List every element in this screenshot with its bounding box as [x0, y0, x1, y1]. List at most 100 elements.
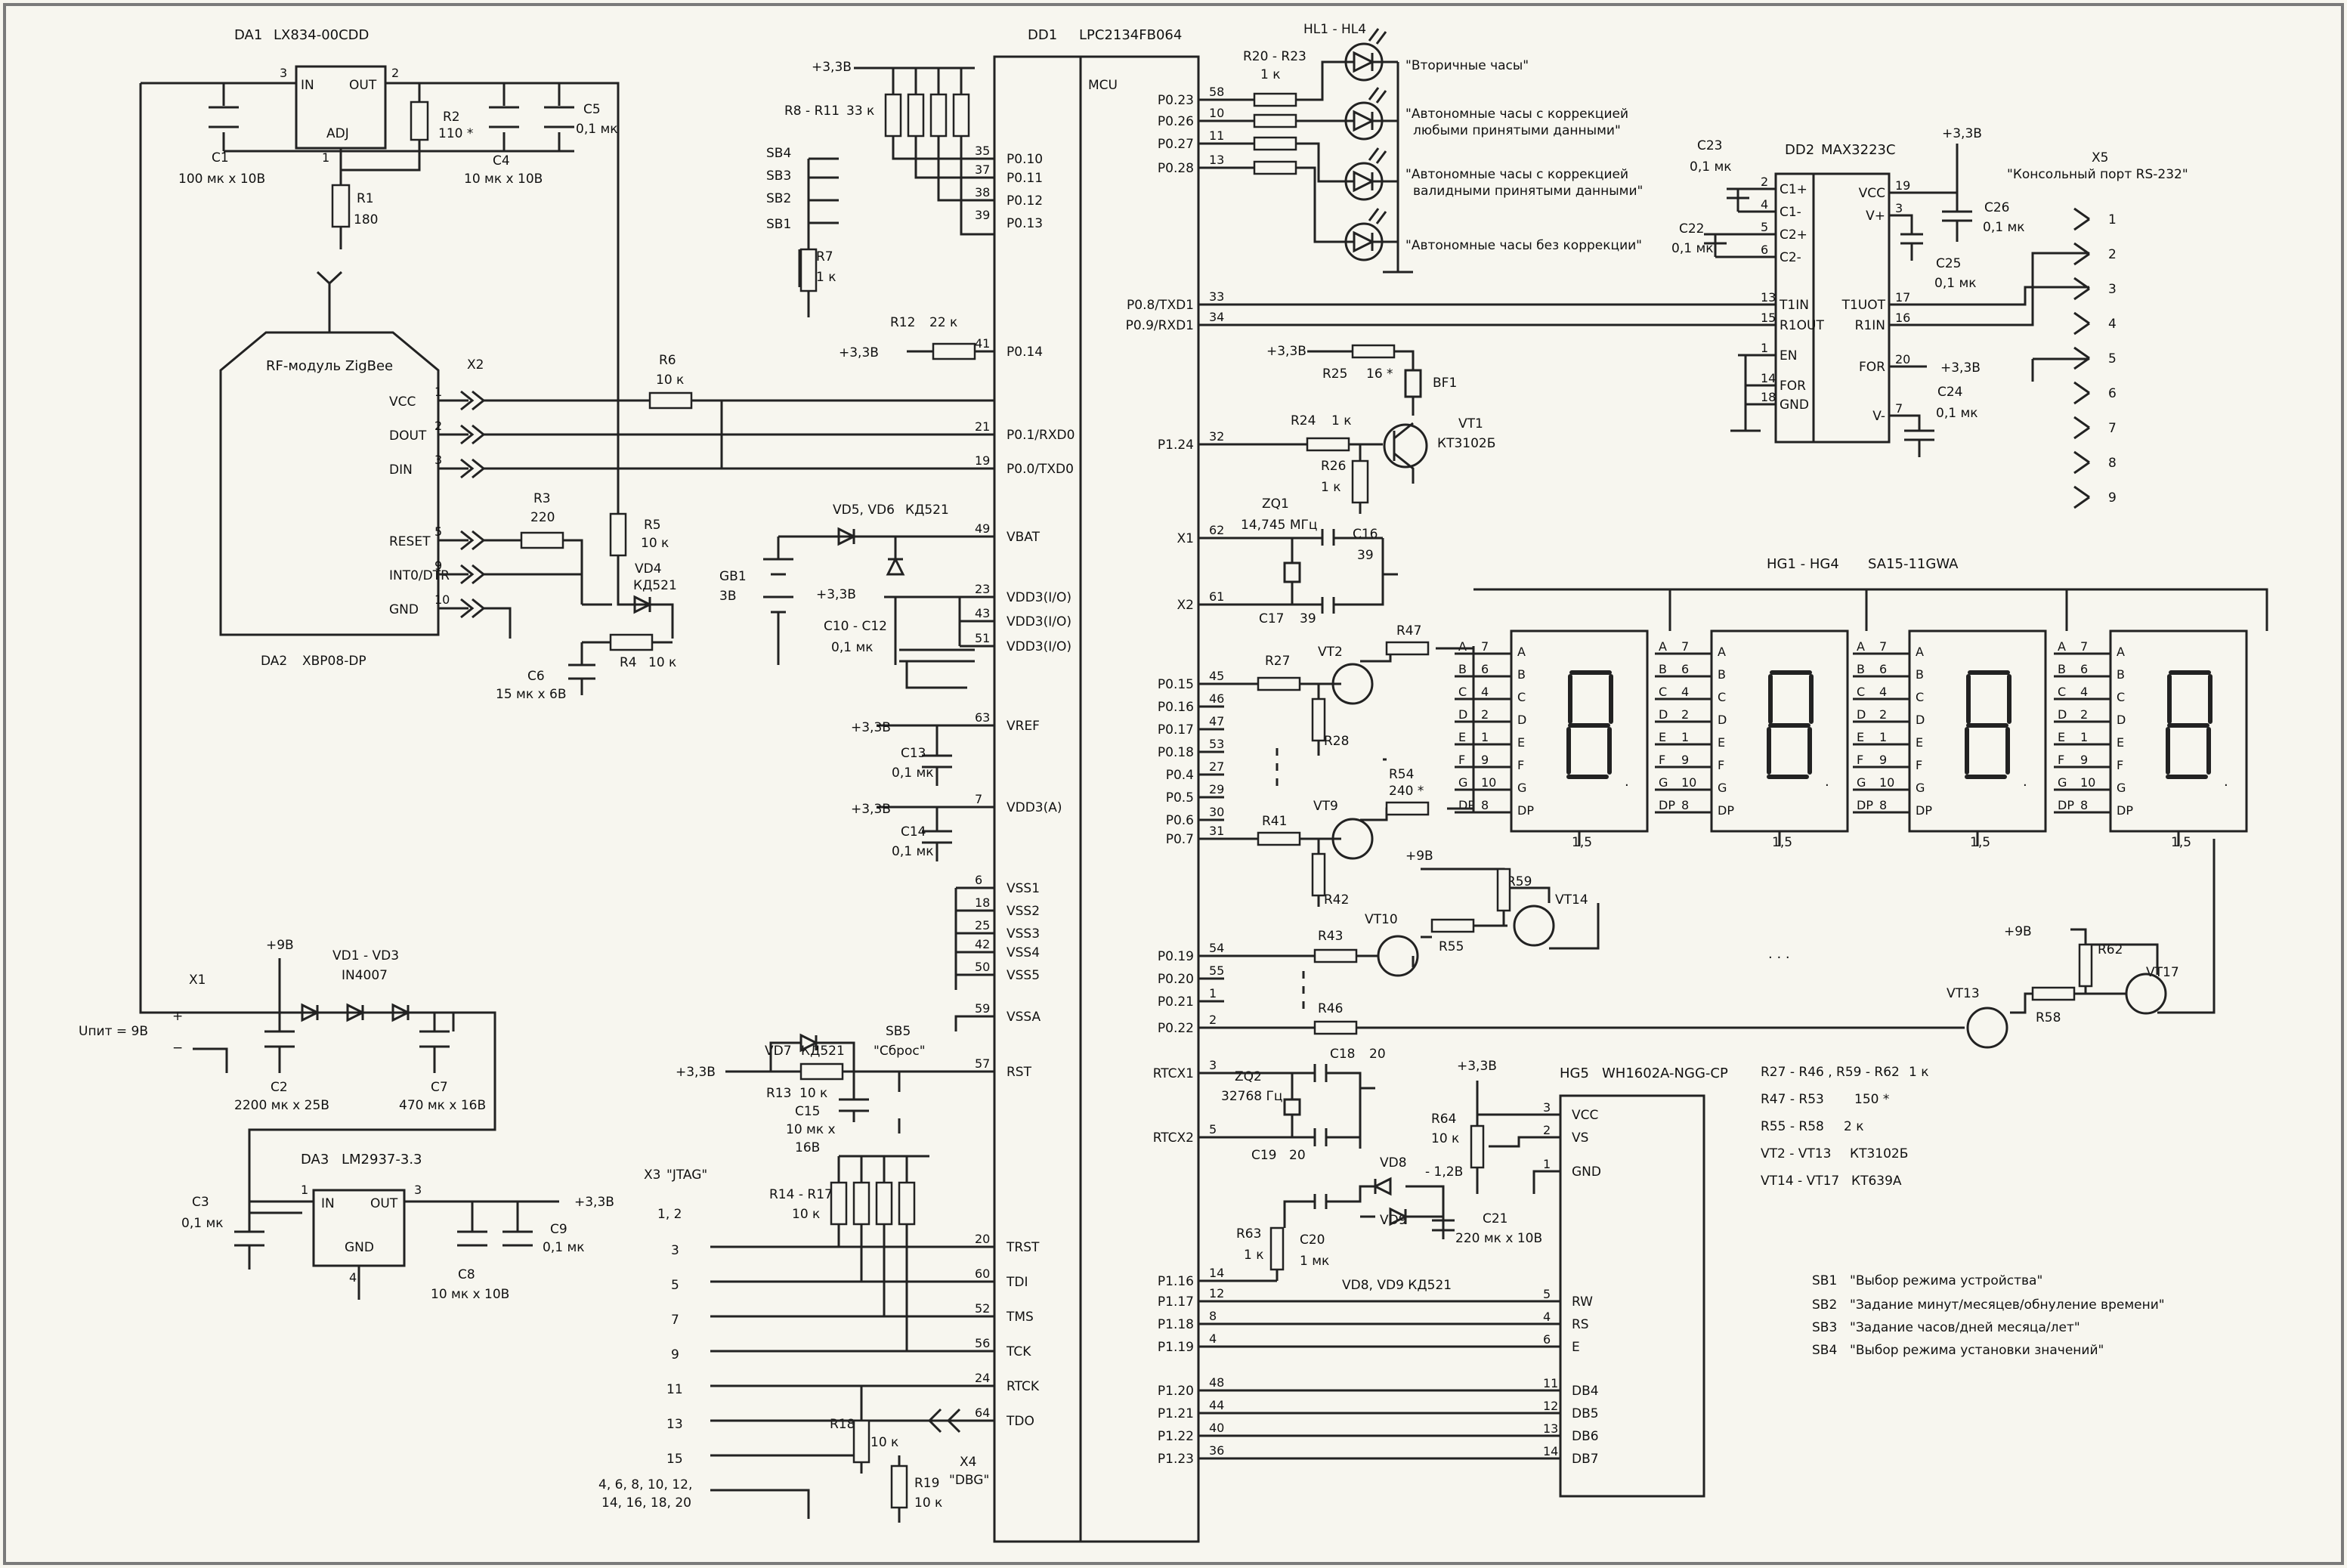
- reset-block: VD7 КД521 SB5 "Сброс" R13 10 к C15 10 мк…: [676, 1024, 926, 1155]
- svg-text:+3,3В: +3,3В: [839, 345, 879, 360]
- svg-text:−: −: [172, 1041, 183, 1056]
- mcu-pin-name: P0.19: [1158, 949, 1194, 964]
- resistor-r3: [520, 531, 564, 549]
- display-bus-letter: G: [1857, 775, 1866, 790]
- display-bus-number: 2: [2080, 707, 2088, 722]
- svg-text:C1: C1: [212, 150, 229, 165]
- svg-text:X3: X3: [644, 1167, 660, 1183]
- mcu-pin-name: VSS4: [1007, 945, 1040, 960]
- resistor-r6: [648, 391, 693, 410]
- svg-text:КД521: КД521: [905, 503, 949, 518]
- mcu-pin-number: 45: [1209, 669, 1224, 683]
- svg-text:VT2: VT2: [1318, 645, 1343, 660]
- rf-pin-number: 9: [434, 558, 442, 573]
- seven-segment-display: [1510, 629, 1649, 833]
- mcu-pin-number: 58: [1209, 85, 1224, 99]
- mcu-pin-name: P1.16: [1158, 1274, 1194, 1289]
- max-pin-name: EN: [1780, 348, 1797, 363]
- display-bus-number: 8: [2080, 798, 2088, 812]
- display-dp: .: [2224, 774, 2228, 790]
- svg-text:C24: C24: [1937, 385, 1963, 400]
- svg-text:ADJ: ADJ: [326, 126, 349, 141]
- mcu-pin-number: 37: [975, 162, 990, 177]
- max-pin-number: 2: [1761, 175, 1768, 189]
- max-pin-number: 3: [1895, 201, 1903, 215]
- lcd-pin-number: 14: [1543, 1444, 1558, 1458]
- regulator-da1: DA1 LX834-00CDD IN OUT ADJ 3 2 1: [234, 27, 399, 165]
- mcu-pin-number: 50: [975, 960, 990, 974]
- display-bus-letter: A: [2058, 639, 2066, 654]
- mcu-pin-name: P0.23: [1158, 93, 1194, 108]
- display-bus-number: 9: [1681, 753, 1689, 767]
- mcu-pin-number: 35: [975, 144, 990, 158]
- lcd-pin-name: VS: [1572, 1130, 1588, 1146]
- mcu-pin-name: P0.13: [1007, 216, 1043, 231]
- display-bus-letter: A: [1659, 639, 1667, 654]
- svg-text:0,1 мк: 0,1 мк: [181, 1216, 224, 1231]
- svg-text:R47 - R53: R47 - R53: [1761, 1092, 1824, 1107]
- max-pin-name: V-: [1872, 409, 1885, 424]
- svg-text:39: 39: [1357, 548, 1374, 563]
- display-bus-number: 6: [1481, 662, 1489, 676]
- display-bus-letter: F: [1458, 753, 1465, 767]
- lcd-pin-number: 2: [1543, 1123, 1551, 1137]
- max-pin-number: 1: [1761, 341, 1768, 355]
- svg-text:C13: C13: [901, 746, 926, 761]
- display-bus-number: 7: [1681, 639, 1689, 654]
- mcu-pin-name: P0.8/TXD1: [1127, 298, 1194, 313]
- svg-text:C14: C14: [901, 824, 926, 840]
- svg-text:R26: R26: [1321, 459, 1346, 474]
- svg-text:10 к: 10 к: [792, 1207, 820, 1222]
- svg-text:R47: R47: [1396, 623, 1421, 639]
- display-pin-label: G: [1517, 781, 1526, 795]
- max-pin-name: VCC: [1859, 186, 1885, 201]
- svg-text:16В: 16В: [795, 1140, 820, 1155]
- svg-text:10 к: 10 к: [656, 373, 684, 388]
- svg-text:0,1 мк: 0,1 мк: [831, 640, 874, 655]
- mcu-pin-name: VSS2: [1007, 904, 1040, 919]
- svg-text:2 к: 2 к: [1844, 1119, 1864, 1134]
- max-pin-number: 16: [1895, 311, 1910, 325]
- max-pin-number: 15: [1761, 311, 1776, 325]
- max-pin-name: C2-: [1780, 250, 1801, 265]
- display-bus-number: 8: [1879, 798, 1887, 812]
- svg-text:220: 220: [530, 510, 555, 525]
- lcd-pin-number: 12: [1543, 1399, 1558, 1413]
- display-pin-label: F: [1718, 758, 1724, 772]
- svg-text:11: 11: [666, 1382, 683, 1397]
- svg-text:1 к: 1 к: [1260, 67, 1281, 82]
- svg-text:C26: C26: [1984, 200, 2010, 215]
- svg-text:"Задание минут/месяцев/обнулен: "Задание минут/месяцев/обнуление времени…: [1850, 1297, 2165, 1313]
- max-pin-name: V+: [1866, 209, 1885, 224]
- mcu-pins: P0.1035P0.1137P0.1238P0.1339P0.1441P0.1/…: [975, 85, 1224, 1467]
- svg-text:R54: R54: [1389, 767, 1414, 782]
- mcu-pin-number: 2: [1209, 1013, 1217, 1027]
- svg-text:+3,3В: +3,3В: [1457, 1059, 1497, 1074]
- svg-text:DA1: DA1: [234, 27, 262, 43]
- svg-text:C16: C16: [1353, 527, 1378, 542]
- vbat-block: VD5, VD6 КД521 GB1 3В +3,3В C10 - C12 0,…: [719, 503, 949, 655]
- svg-text:10 к: 10 к: [648, 655, 676, 670]
- display-pin-label: D: [1718, 713, 1727, 727]
- svg-text:10 к: 10 к: [870, 1435, 898, 1450]
- svg-text:SB3: SB3: [1812, 1320, 1837, 1335]
- svg-text:HL1 - HL4: HL1 - HL4: [1303, 22, 1366, 37]
- max-pin-name: FOR: [1780, 379, 1806, 394]
- svg-text:16 *: 16 *: [1366, 366, 1393, 382]
- display-pin-label: B: [1718, 667, 1726, 682]
- display-bus-number: 2: [1681, 707, 1689, 722]
- x5-pin-number: 1: [2108, 212, 2117, 227]
- led-block: R20 - R23 1 к HL1 - HL4 "Вторичные часы"…: [1243, 22, 1643, 253]
- svg-text:470 мк x 16В: 470 мк x 16В: [399, 1098, 486, 1113]
- svg-text:"DBG": "DBG": [949, 1473, 989, 1488]
- mcu-pin-name: P0.26: [1158, 114, 1194, 129]
- svg-text:15 мк x 6В: 15 мк x 6В: [496, 687, 566, 702]
- display-pin-label: A: [1517, 645, 1526, 659]
- mcu-pin-name: P0.9/RXD1: [1126, 318, 1194, 333]
- display-bus-number: 1: [1879, 730, 1887, 744]
- mcu-pin-number: 60: [975, 1266, 990, 1281]
- mcu-pin-name: RTCX1: [1153, 1066, 1194, 1081]
- svg-text:R62: R62: [2098, 942, 2123, 957]
- svg-text:5: 5: [671, 1278, 679, 1293]
- svg-text:VT2 - VT13: VT2 - VT13: [1761, 1146, 1831, 1161]
